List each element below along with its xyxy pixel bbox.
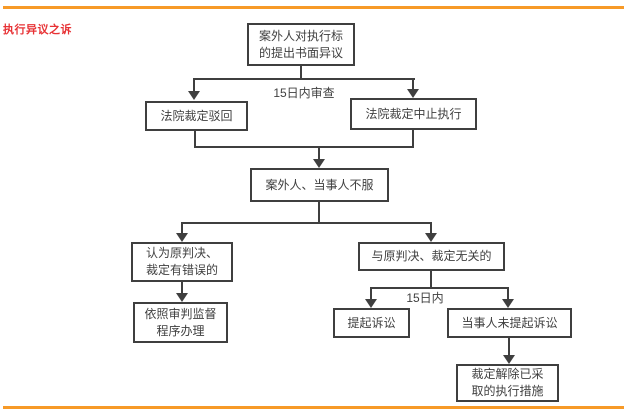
connector [194,78,415,80]
connector [318,146,320,160]
arrow-down-icon [365,299,377,308]
connector [412,130,414,148]
connector [508,338,510,356]
arrow-down-icon [176,233,188,242]
node-court-suspend: 法院裁定中止执行 [350,98,477,130]
connector [300,66,302,79]
arrow-down-icon [425,233,437,242]
label-review-within-15-days: 15日内审查 [273,86,335,100]
arrow-down-icon [407,89,419,98]
connector [181,282,183,294]
connector [181,222,183,234]
node-lift-measures: 裁定解除已采 取的执行措施 [456,364,559,402]
node-dissatisfied: 案外人、当事人不服 [250,168,389,202]
connector [318,202,320,224]
arrow-down-icon [313,159,325,168]
connector [194,146,414,148]
arrow-down-icon [503,355,515,364]
node-file-lawsuit: 提起诉讼 [333,308,410,338]
connector [507,287,509,300]
node-judgment-unrelated: 与原判决、裁定无关的 [358,242,505,271]
connector [181,222,432,224]
node-written-objection: 案外人对执行标 的提出书面异议 [247,23,355,66]
connector [194,131,196,148]
page-title: 执行异议之诉 [3,24,72,36]
arrow-down-icon [502,299,514,308]
bottom-divider [3,406,624,409]
label-within-15-days: 15日内 [406,291,444,305]
connector [370,287,509,289]
arrow-down-icon [176,293,188,302]
connector [370,287,372,300]
node-judgment-error: 认为原判决、 裁定有错误的 [131,242,233,282]
node-supervision-procedure: 依照审判监督 程序办理 [133,302,228,343]
connector [430,222,432,234]
connector [193,78,195,92]
node-court-reject: 法院裁定驳回 [145,101,248,131]
node-party-no-lawsuit: 当事人未提起诉讼 [447,308,572,338]
top-divider [3,6,624,9]
arrow-down-icon [188,91,200,100]
connector [430,271,432,289]
connector [412,78,414,90]
